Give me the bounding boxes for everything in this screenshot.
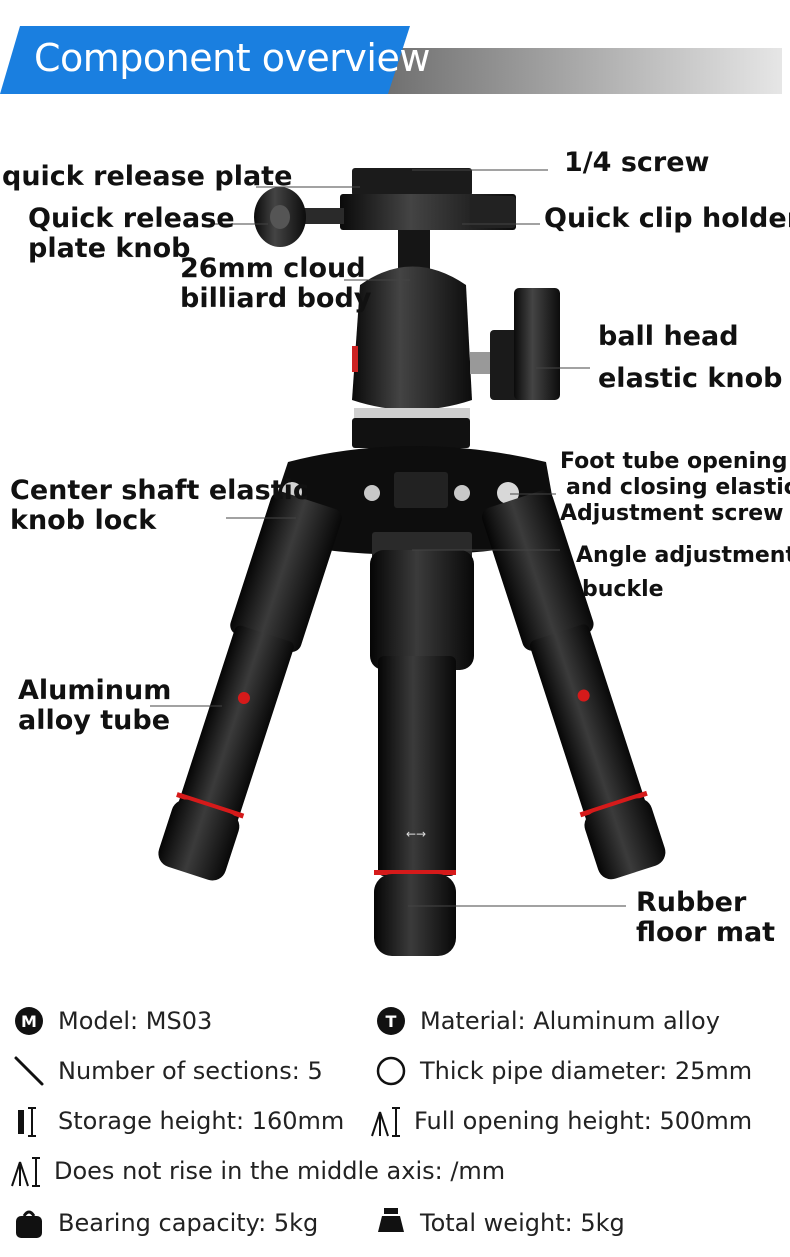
spec-material-text: Material: Aluminum alloy <box>420 1007 720 1035</box>
label-qr-knob-line2: plate knob <box>28 233 191 264</box>
label-cloud-line1: 26mm cloud <box>180 253 366 284</box>
label-qr-knob-line1: Quick release <box>28 203 235 234</box>
ball-head <box>352 230 472 448</box>
label-ball-knob-line2: elastic knob <box>598 363 783 394</box>
banner-background <box>0 26 782 94</box>
material-t-icon: T <box>374 1004 408 1038</box>
left-leg <box>158 491 342 881</box>
right-leg <box>482 490 666 880</box>
spec-full-height: Full opening height: 500mm <box>368 1103 752 1139</box>
tripod-drawing: ←→ <box>150 168 666 956</box>
svg-text:T: T <box>386 1012 397 1031</box>
spec-storage-height: Storage height: 160mm <box>12 1103 344 1139</box>
spec-material: T Material: Aluminum alloy <box>374 1003 720 1039</box>
diameter-circle-icon <box>374 1054 408 1088</box>
spec-full-height-text: Full opening height: 500mm <box>414 1107 753 1135</box>
label-foot-line2: and closing elastic <box>566 475 790 500</box>
spec-bearing-capacity-text: Bearing capacity: 5kg <box>58 1209 319 1237</box>
spec-middle-axis-text: Does not rise in the middle axis: /mm <box>54 1157 506 1185</box>
storage-height-icon <box>12 1104 46 1138</box>
callout-lines <box>150 169 626 907</box>
center-leg: ←→ <box>370 550 474 956</box>
label-center-line1: Center shaft elastic <box>10 475 309 506</box>
label-quick-release-plate: quick release plate <box>2 161 293 192</box>
sections-icon <box>12 1054 46 1088</box>
tripod-illustration: ←→ quick release plate 1/4 screw Quick r… <box>0 100 790 980</box>
spec-model-text: Model: MS03 <box>58 1007 213 1035</box>
spec-storage-height-text: Storage height: 160mm <box>58 1107 345 1135</box>
spec-sections-text: Number of sections: 5 <box>58 1057 323 1085</box>
label-center-line2: knob lock <box>10 505 157 536</box>
label-rubber-line1: Rubber <box>636 887 747 918</box>
label-rubber-line2: floor mat <box>636 917 776 948</box>
spec-model: M Model: MS03 <box>12 1003 212 1039</box>
label-quarter-screw: 1/4 screw <box>564 147 710 178</box>
model-m-icon: M <box>12 1004 46 1038</box>
header-banner <box>0 26 790 96</box>
spec-diameter-text: Thick pipe diameter: 25mm <box>420 1057 753 1085</box>
label-quick-clip-holder: Quick clip holder <box>544 203 790 234</box>
label-alu-line2: alloy tube <box>18 705 171 736</box>
label-foot-line3: Adjustment screw <box>560 501 784 526</box>
total-weight-icon <box>374 1206 408 1240</box>
label-cloud-line2: billiard body <box>180 283 372 314</box>
label-foot-line1: Foot tube opening <box>560 449 788 474</box>
bearing-weight-icon <box>12 1206 46 1240</box>
spec-diameter: Thick pipe diameter: 25mm <box>374 1053 752 1089</box>
spec-sections: Number of sections: 5 <box>12 1053 323 1089</box>
page-title: Component overview <box>34 36 430 80</box>
spec-total-weight: Total weight: 5kg <box>374 1205 625 1241</box>
label-angle-line1: Angle adjustment <box>576 543 790 568</box>
plate-knob <box>254 187 344 247</box>
label-angle-line2: buckle <box>582 577 664 602</box>
label-alu-line1: Aluminum <box>18 675 172 706</box>
spec-list: M Model: MS03 T Material: Aluminum alloy… <box>0 995 790 1257</box>
full-height-icon <box>368 1104 402 1138</box>
spec-bearing-capacity: Bearing capacity: 5kg <box>12 1205 318 1241</box>
spec-total-weight-text: Total weight: 5kg <box>420 1209 625 1237</box>
svg-text:←→: ←→ <box>406 827 426 841</box>
middle-axis-icon <box>8 1154 42 1188</box>
spec-middle-axis: Does not rise in the middle axis: /mm <box>8 1153 505 1189</box>
ball-head-knob <box>470 288 560 400</box>
label-ball-knob-line1: ball head <box>598 321 739 352</box>
quick-release-plate <box>340 168 516 230</box>
svg-text:M: M <box>21 1012 37 1031</box>
